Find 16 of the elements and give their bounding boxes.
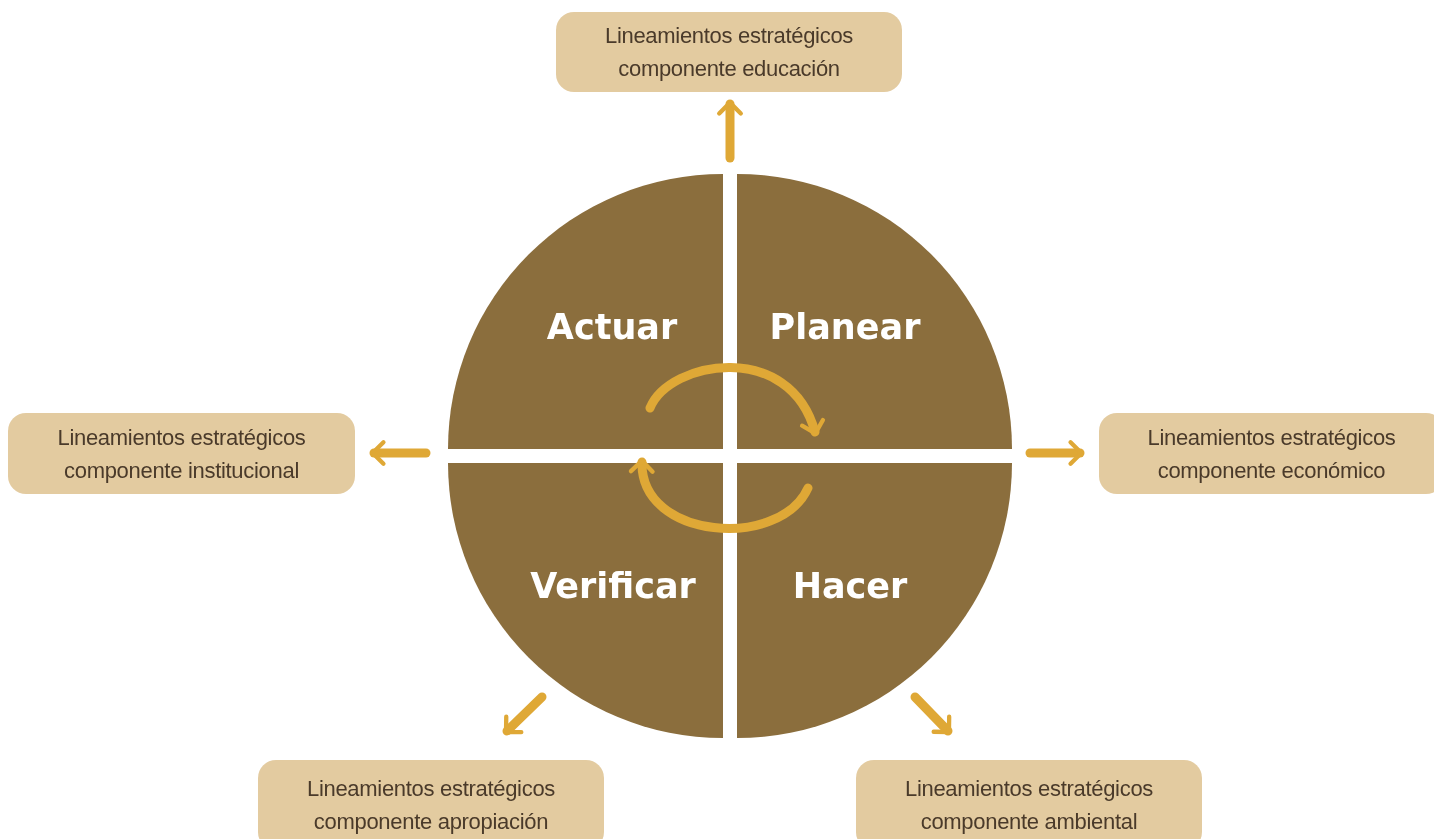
guideline-box: Lineamientos estratégicos componente institucional bbox=[8, 413, 355, 494]
quadrant-label: Hacer bbox=[792, 566, 908, 606]
quadrant-label: Planear bbox=[769, 307, 921, 347]
cycle-arrow bbox=[645, 363, 824, 437]
guideline-box: Lineamientos estratégicos componente ambiental bbox=[856, 760, 1202, 839]
arrow bbox=[717, 99, 743, 163]
arrow bbox=[369, 440, 431, 466]
quadrant-label: Actuar bbox=[546, 307, 678, 347]
guideline-box: Lineamientos estratégicos componente educación bbox=[556, 12, 902, 92]
cycle-arrow bbox=[502, 692, 547, 736]
guideline-box: Lineamientos estratégicos componente apropiación bbox=[258, 760, 604, 839]
arrow bbox=[1025, 440, 1085, 466]
cycle-arrow bbox=[630, 457, 813, 533]
guideline-box: Lineamientos estratégicos componente económico bbox=[1099, 413, 1434, 494]
cycle-arrow bbox=[910, 692, 953, 736]
quadrant-label: Verificar bbox=[530, 566, 696, 606]
